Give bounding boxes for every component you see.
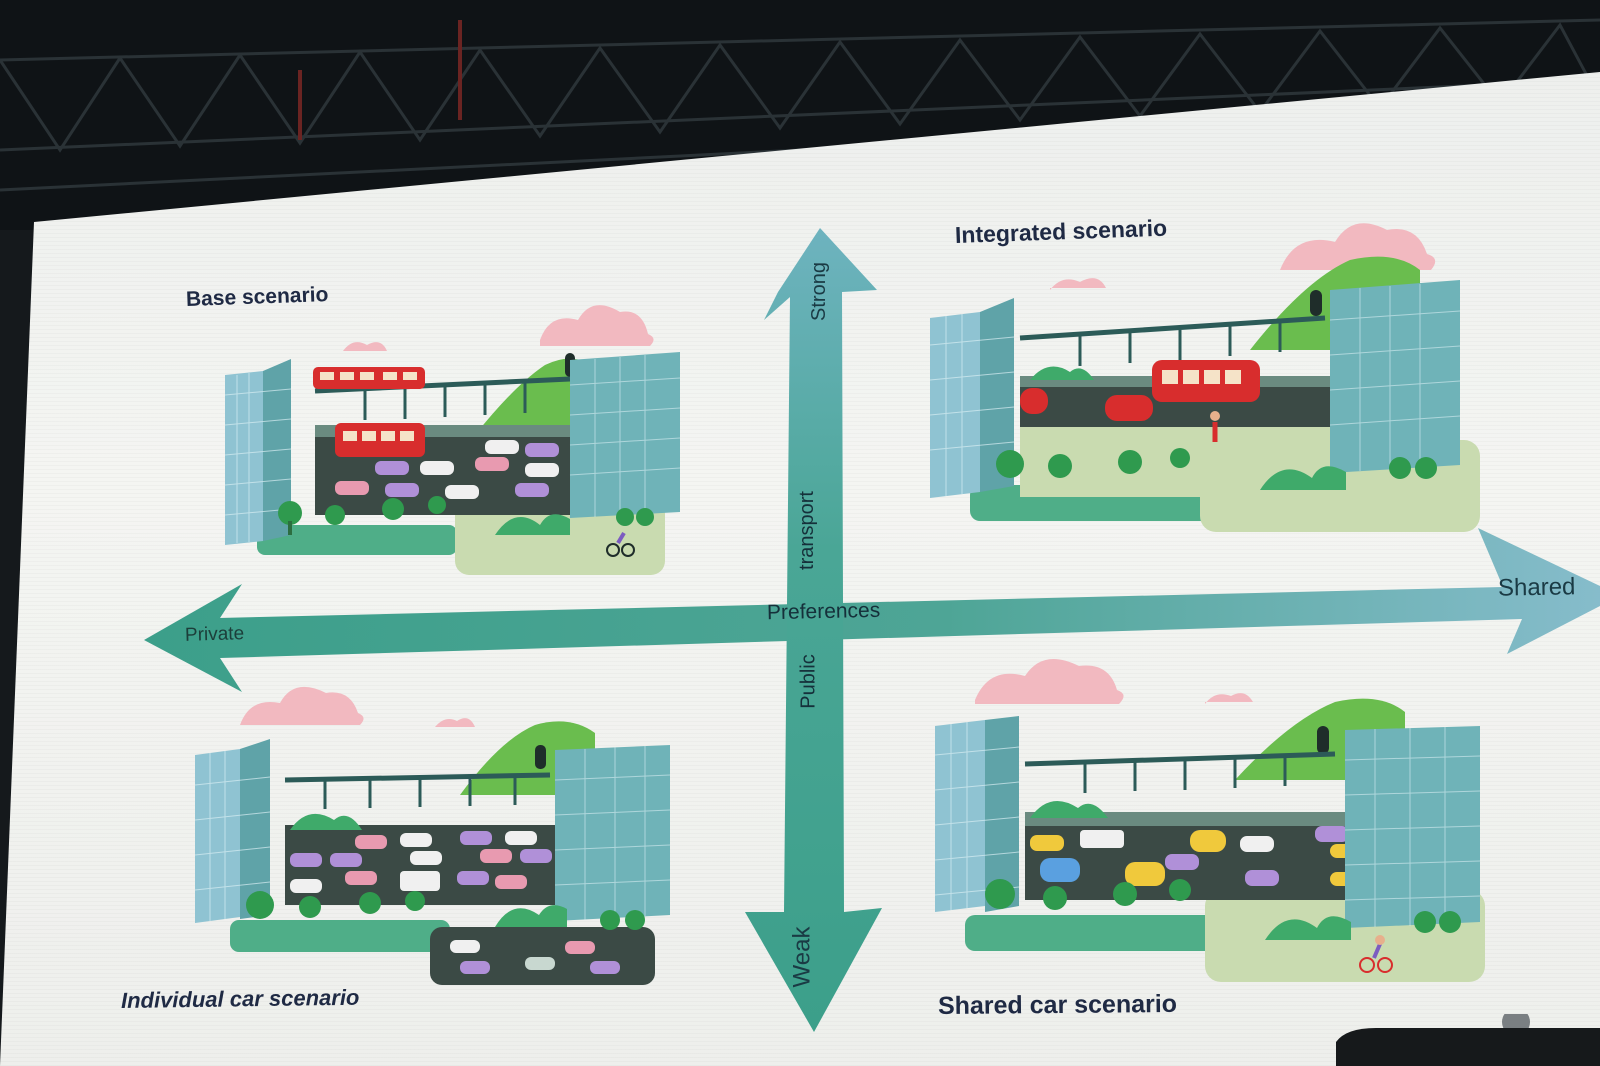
individual-car-scenario-illustration	[195, 665, 685, 985]
label-individual-car-scenario: Individual car scenario	[120, 984, 360, 1013]
shared-car-scenario-illustration	[935, 640, 1500, 990]
horizontal-arrow	[144, 528, 1600, 692]
base-scenario-illustration	[225, 285, 695, 585]
axis-label-strong: Strong	[807, 262, 830, 321]
integrated-scenario-illustration	[930, 200, 1500, 540]
axis-label-preferences: Preferences	[766, 598, 881, 625]
axis-label-transport-text: transport	[795, 491, 818, 570]
axis-label-private: Private	[184, 623, 245, 646]
axis-label-public: Public	[797, 654, 820, 709]
label-shared-car-scenario: Shared car scenario	[937, 989, 1178, 1020]
axis-label-weak: Weak	[788, 926, 816, 988]
axis-label-shared: Shared	[1497, 573, 1576, 602]
lectern	[1336, 1014, 1600, 1066]
vertical-arrow	[745, 228, 882, 1032]
